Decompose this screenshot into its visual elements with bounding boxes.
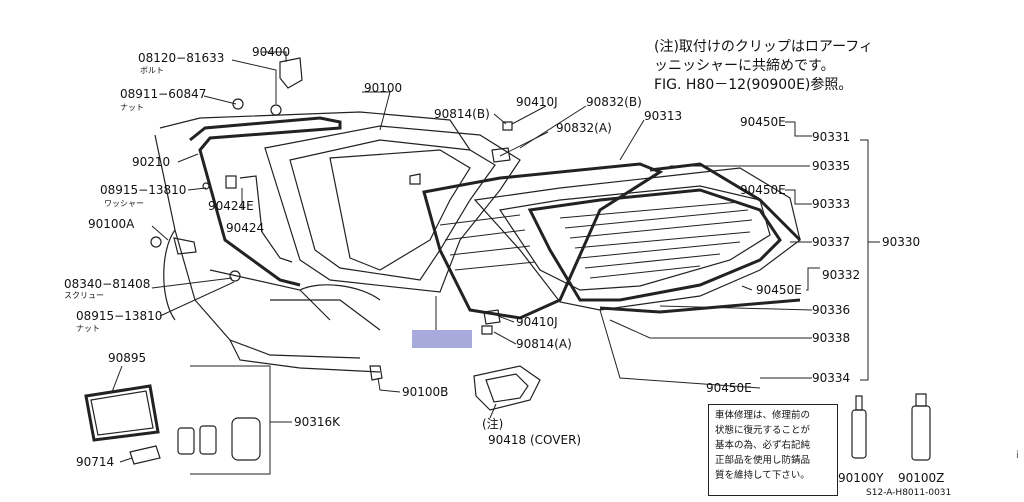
weatherstrip-90210 [189, 116, 342, 287]
label-90333: 90333 [812, 197, 850, 211]
installation-note: (注)取付けのクリップはロアーフィ ッニッシャーに共締めです。 FIG. H80… [654, 38, 954, 95]
label-90814A: 90814(A) [516, 337, 572, 351]
repair-notice-box: 車体修理は、修理前の 状態に復元することが 基本の為、必ず右記純 正部品を使用し… [708, 404, 838, 496]
label-90450E-3: 90450E [756, 283, 802, 297]
label-08340-sub: スクリュー [64, 291, 104, 300]
label-90410J-mid: 90410J [516, 315, 558, 329]
label-90400: 90400 [252, 45, 290, 59]
label-90337: 90337 [812, 235, 850, 249]
note-line-2: ッニッシャーに共締めです。 [654, 58, 835, 74]
label-08120-81633: 08120−81633 [138, 51, 224, 65]
label-90100A: 90100A [88, 217, 135, 231]
label-90338: 90338 [812, 331, 850, 345]
label-90336: 90336 [812, 303, 850, 317]
label-08915-13810-a: 08915−13810 [100, 183, 186, 197]
label-90450E-4: 90450E [706, 381, 752, 395]
label-90334: 90334 [812, 371, 850, 385]
label-90210: 90210 [132, 155, 170, 169]
label-90450E-1: 90450E [740, 115, 786, 129]
label-90331: 90331 [812, 130, 850, 144]
leader-lines [111, 51, 880, 463]
repair-line-3: 基本の為、必ず右記純 [715, 440, 811, 451]
label-08915-sub-b: ナット [76, 324, 100, 333]
small-hardware [150, 57, 541, 411]
label-90100Z: 90100Z [898, 471, 944, 485]
label-08915-sub-a: ワッシャー [104, 199, 144, 208]
note-line-1: (注)取付けのクリップはロアーフィ [654, 39, 873, 55]
label-90332: 90332 [822, 268, 860, 282]
repair-line-1: 車体修理は、修理前の [715, 410, 811, 421]
sealing-kit [84, 365, 931, 475]
label-08911-60847: 08911−60847 [120, 87, 206, 101]
label-90418-cover: 90418 (COVER) [488, 433, 581, 447]
edge-mark: i [1016, 450, 1019, 461]
label-90714: 90714 [76, 455, 114, 469]
label-90410J-top: 90410J [516, 95, 558, 109]
label-note-mark: (注) [482, 416, 503, 431]
label-90330: 90330 [882, 235, 920, 249]
repair-line-2: 状態に復元することが [715, 425, 811, 436]
label-08915-13810-b: 08915−13810 [76, 309, 162, 323]
highlight-marker [412, 330, 472, 348]
note-line-3: FIG. H80－12(90900E)参照。 [654, 77, 853, 93]
repair-line-5: 質を維持して下さい。 [715, 470, 810, 481]
label-90335: 90335 [812, 159, 850, 173]
label-90895: 90895 [108, 351, 146, 365]
label-90316K: 90316K [294, 415, 341, 429]
label-08120-sub: ボルト [140, 66, 164, 75]
label-90313: 90313 [644, 109, 682, 123]
label-90100: 90100 [364, 81, 402, 95]
label-90100B: 90100B [402, 385, 448, 399]
label-90424: 90424 [226, 221, 264, 235]
figure-code: S12-A-H8011-0031 [866, 488, 952, 498]
label-90424E: 90424E [208, 199, 254, 213]
label-08340-81408: 08340−81408 [64, 277, 150, 291]
back-door-90100 [264, 125, 521, 293]
label-90450E-2: 90450E [740, 183, 786, 197]
label-08911-sub: ナット [120, 103, 144, 112]
label-90100Y: 90100Y [838, 471, 884, 485]
label-90832A: 90832(A) [556, 121, 612, 135]
label-90832B: 90832(B) [586, 95, 642, 109]
back-glass-assembly [422, 162, 802, 320]
repair-line-4: 正部品を使用し防錆品 [715, 455, 811, 466]
label-90814B: 90814(B) [434, 107, 490, 121]
